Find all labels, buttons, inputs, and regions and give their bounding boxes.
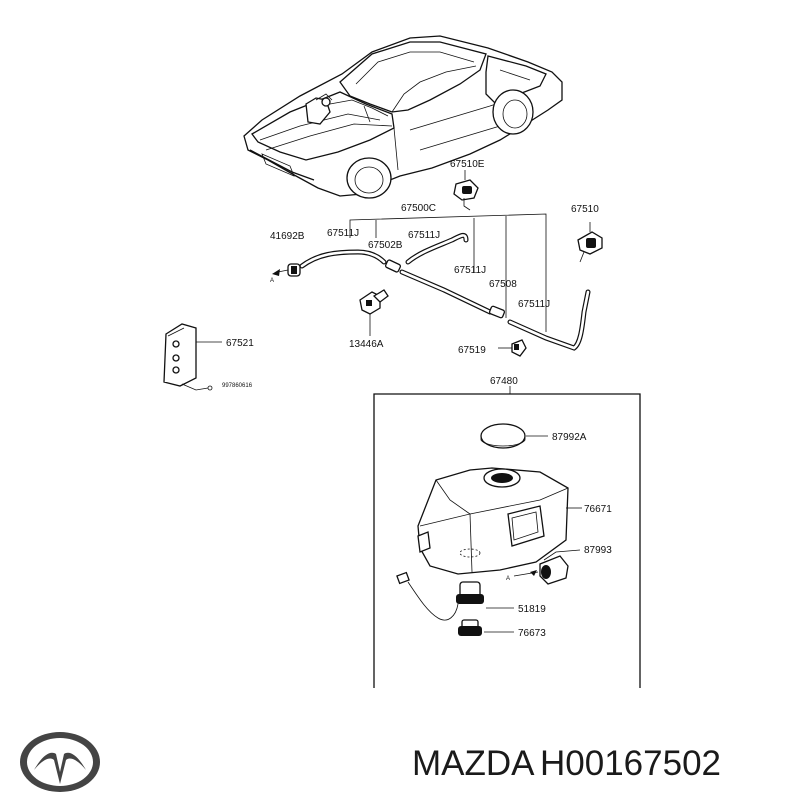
grommet-41692b [272,263,301,277]
bracket-67521 [163,323,222,391]
label-87993: 87993 [584,545,612,556]
clip-13446a [359,289,389,336]
part-labels: 67510E 67500C 67510 41692B 67511J 67502B… [222,159,612,639]
label-67510e: 67510E [450,159,485,170]
wire-harness [396,571,459,621]
label-997860616: 997860616 [222,383,253,389]
label-67511j-middle: 67511J [454,265,486,276]
label-67511j-lower: 67511J [518,299,550,310]
label-41692b: 41692B [270,231,305,242]
part-number: H00167502 [540,744,721,783]
label-67508: 67508 [489,279,517,290]
car-illustration [243,35,563,199]
label-13446a: 13446A [349,339,384,350]
motor-51819 [456,581,514,609]
label-67502b: 67502B [368,240,403,251]
pump-87993 [513,549,581,585]
label-67519: 67519 [458,345,486,356]
label-87992a: 87992A [552,432,587,443]
label-67511j-left: 67511J [327,228,359,239]
label-67510: 67510 [571,204,599,215]
mazda-logo [20,732,100,792]
label-51819: 51819 [518,604,546,615]
nozzle-67510 [577,222,603,263]
label-arrow-a-left: A [270,278,274,284]
nozzle-67510e [453,170,479,211]
grommet-76673 [458,619,514,636]
brand-name: MAZDA [412,744,535,783]
cap-87992a [480,423,548,449]
tank-76671 [417,467,582,575]
label-67500c: 67500C [401,203,436,214]
washer-tank-parts [396,423,582,636]
label-76671: 76671 [584,504,612,515]
joint-67502b [384,259,402,273]
tank-assembly-frame [373,386,641,688]
clip-67519 [498,339,527,357]
label-67521: 67521 [226,338,254,349]
hose-assembly [272,170,603,357]
label-67480: 67480 [490,376,518,387]
label-67511j-upper: 67511J [408,230,440,241]
label-arrow-a-right: A [506,576,510,582]
label-76673: 76673 [518,628,546,639]
